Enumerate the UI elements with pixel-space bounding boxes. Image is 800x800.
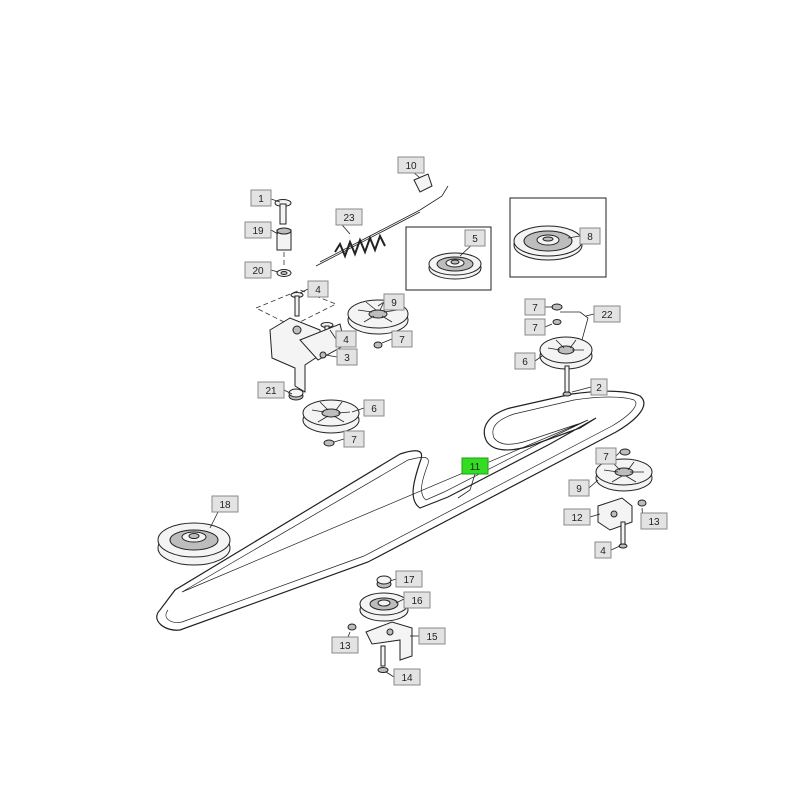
callouts: 1 2 3 4 4 4 5 6	[211, 156, 668, 686]
callout-20: 20	[244, 261, 272, 279]
svg-text:9: 9	[576, 484, 582, 495]
callout-17: 17	[395, 570, 423, 588]
callout-3: 3	[336, 348, 358, 366]
callout-21: 21	[257, 381, 285, 399]
callout-7-d: 7	[524, 318, 546, 336]
svg-text:7: 7	[351, 435, 357, 446]
callout-7-b: 7	[343, 430, 365, 448]
svg-text:2: 2	[596, 383, 602, 394]
callout-8: 8	[579, 227, 601, 245]
svg-text:4: 4	[315, 285, 321, 296]
svg-text:9: 9	[391, 298, 397, 309]
svg-text:16: 16	[411, 596, 423, 607]
svg-text:12: 12	[571, 513, 583, 524]
callout-15: 15	[418, 627, 446, 645]
callout-13-a: 13	[640, 512, 668, 530]
callout-2: 2	[590, 378, 608, 396]
callout-9-a: 9	[383, 293, 405, 311]
svg-text:7: 7	[532, 303, 538, 314]
bracket-assembly-upper	[255, 199, 346, 401]
callout-6-a: 6	[363, 399, 385, 417]
svg-text:1: 1	[258, 194, 264, 205]
callout-7-a: 7	[391, 330, 413, 348]
callout-10: 10	[397, 156, 425, 174]
callout-4-c: 4	[594, 541, 612, 559]
callout-14: 14	[393, 668, 421, 686]
svg-text:20: 20	[252, 266, 264, 277]
svg-text:18: 18	[219, 500, 231, 511]
svg-text:22: 22	[601, 310, 613, 321]
svg-text:11: 11	[470, 462, 481, 473]
svg-text:6: 6	[371, 404, 377, 415]
svg-text:7: 7	[532, 323, 538, 334]
drive-belt	[156, 390, 645, 631]
svg-text:7: 7	[603, 452, 609, 463]
callout-16: 16	[403, 591, 431, 609]
svg-text:19: 19	[252, 226, 264, 237]
callout-18: 18	[211, 495, 239, 513]
callout-23: 23	[335, 208, 363, 226]
svg-text:14: 14	[401, 673, 413, 684]
svg-text:4: 4	[343, 335, 349, 346]
callout-5: 5	[464, 229, 486, 247]
svg-text:21: 21	[265, 386, 277, 397]
callout-7-e: 7	[595, 447, 617, 465]
callout-4-a: 4	[307, 280, 329, 298]
svg-text:13: 13	[648, 517, 660, 528]
callout-22: 22	[593, 305, 621, 323]
svg-text:8: 8	[587, 232, 593, 243]
pulley-16-assembly	[347, 575, 413, 673]
callout-6-b: 6	[514, 352, 536, 370]
svg-text:17: 17	[403, 575, 415, 586]
callout-13-b: 13	[331, 636, 359, 654]
svg-text:4: 4	[600, 546, 606, 557]
callout-9-b: 9	[568, 479, 590, 497]
svg-text:5: 5	[472, 234, 478, 245]
pulley-6-left	[302, 399, 360, 447]
pulley-9-right-assembly	[595, 448, 653, 549]
svg-text:23: 23	[343, 213, 355, 224]
callout-11: 11	[461, 457, 489, 475]
callout-1: 1	[250, 189, 272, 207]
svg-text:15: 15	[426, 632, 438, 643]
callout-7-c: 7	[524, 298, 546, 316]
pulley-6-right-assembly	[539, 303, 593, 397]
callout-12: 12	[563, 508, 591, 526]
svg-text:6: 6	[522, 357, 528, 368]
svg-text:13: 13	[339, 641, 351, 652]
svg-text:7: 7	[399, 335, 405, 346]
spring-23-and-rod-10	[315, 173, 449, 267]
callout-4-b: 4	[335, 330, 357, 348]
svg-text:10: 10	[405, 161, 417, 172]
svg-text:3: 3	[344, 353, 350, 364]
callout-19: 19	[244, 221, 272, 239]
pulley-18	[157, 522, 231, 566]
leader-lines	[209, 170, 644, 678]
